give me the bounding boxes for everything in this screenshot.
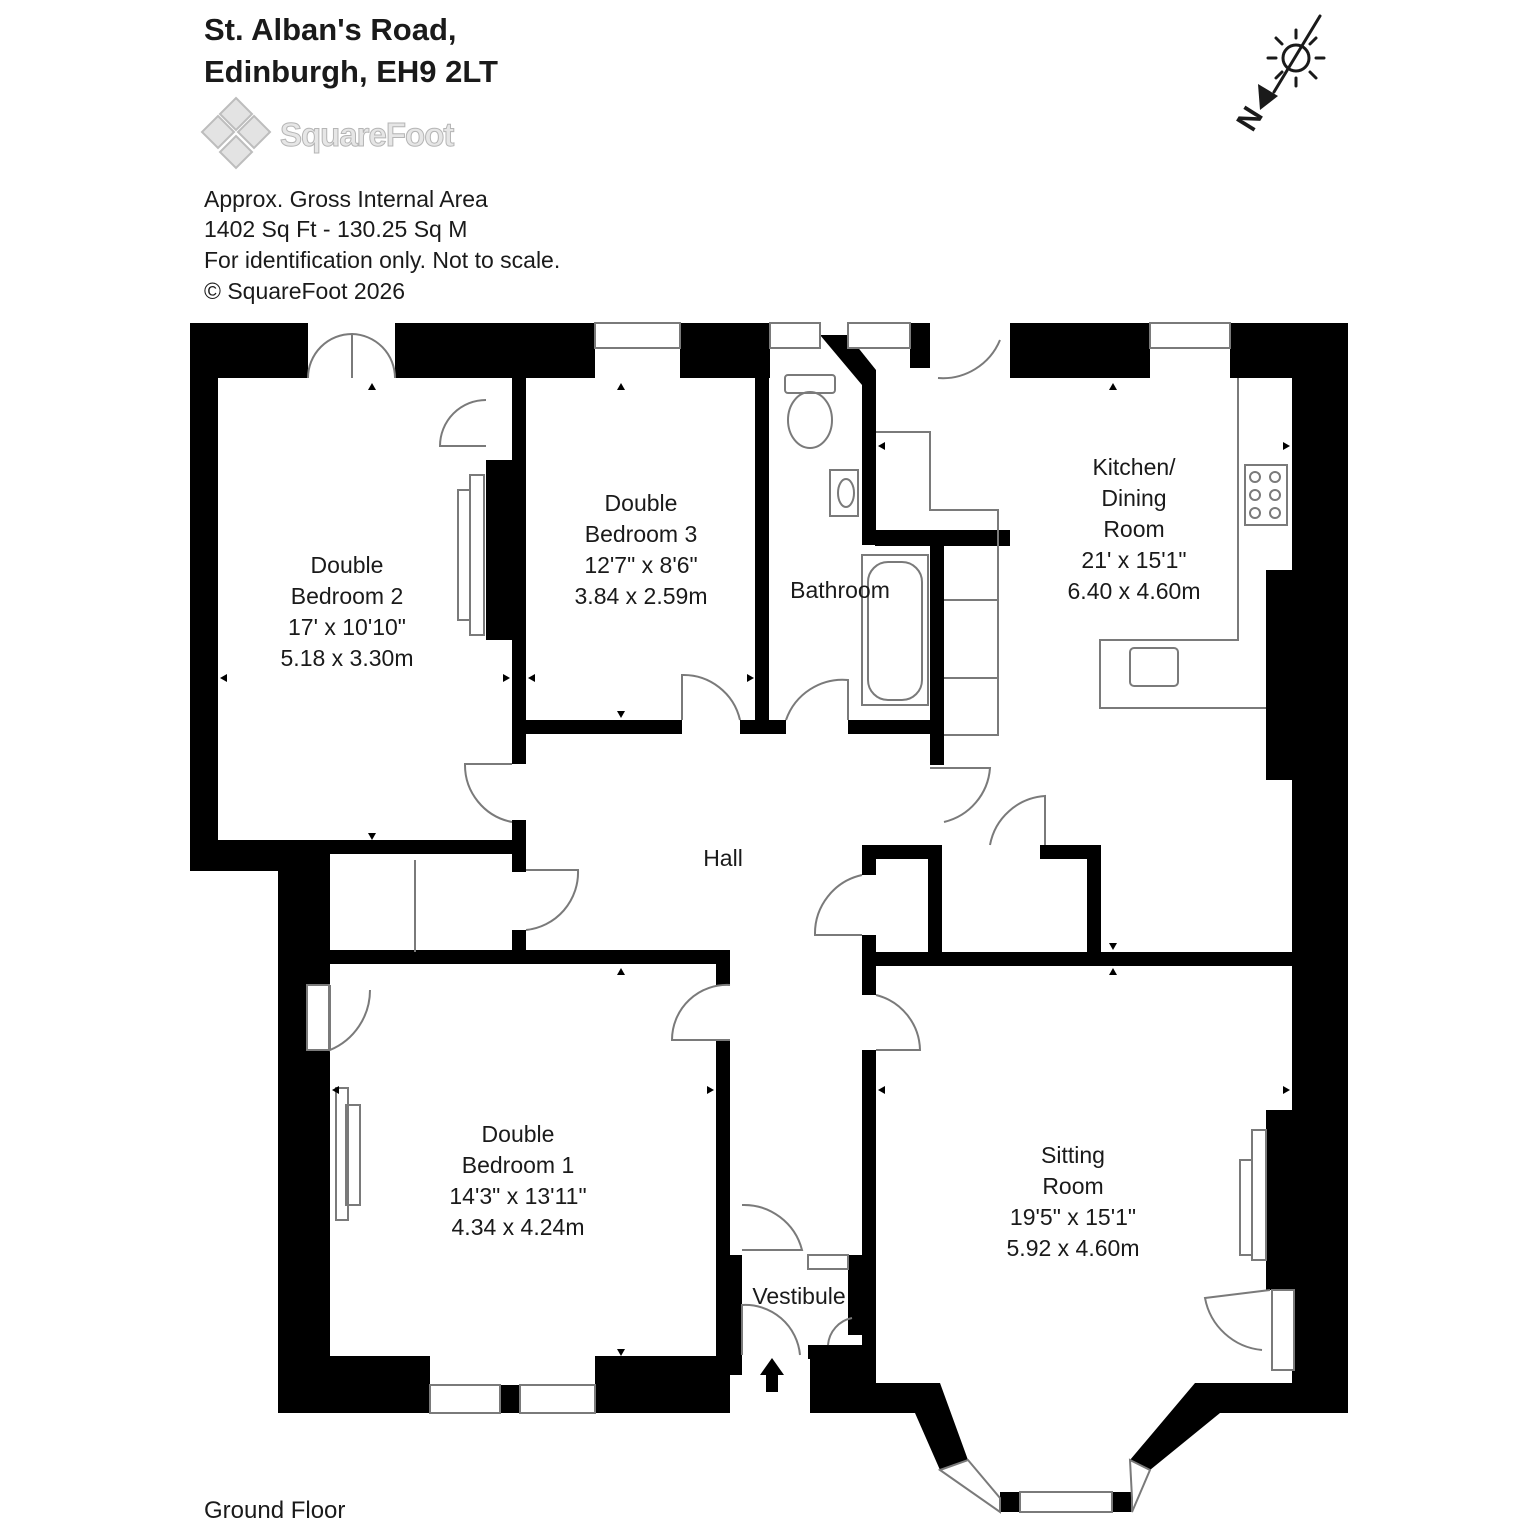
room-label-hall: Hall xyxy=(703,843,743,874)
room-size-metric: 5.92 x 4.60m xyxy=(1006,1235,1140,1261)
room-label-sitting-room: Sitting Room 19'5" x 15'1" 5.92 x 4.60m xyxy=(1007,1140,1140,1264)
address-line-2: Edinburgh, EH9 2LT xyxy=(204,54,498,89)
squarefoot-logo-icon xyxy=(200,96,272,170)
room-name: Bedroom 2 xyxy=(290,583,404,609)
room-label-vestibule: Vestibule xyxy=(752,1281,845,1312)
room-name: Double xyxy=(481,1121,555,1147)
room-size-imperial: 12'7" x 8'6" xyxy=(584,552,698,578)
entrance-arrow-icon xyxy=(760,1358,784,1392)
room-name: Sitting xyxy=(1041,1142,1105,1168)
room-name: Double xyxy=(310,552,384,578)
room-size-imperial: 21' x 15'1" xyxy=(1081,547,1187,573)
room-name: Kitchen/ xyxy=(1092,454,1176,480)
room-label-bedroom-3: Double Bedroom 3 12'7" x 8'6" 3.84 x 2.5… xyxy=(575,488,708,612)
disclaimer: For identification only. Not to scale. xyxy=(204,247,561,273)
area-value: 1402 Sq Ft - 130.25 Sq M xyxy=(204,216,468,242)
floor-label: Ground Floor xyxy=(204,1497,346,1524)
room-name: Bedroom 3 xyxy=(584,521,698,547)
room-size-imperial: 17' x 10'10" xyxy=(288,614,406,640)
room-size-imperial: 19'5" x 15'1" xyxy=(1009,1204,1137,1230)
room-name: Double xyxy=(604,490,678,516)
room-name: Hall xyxy=(703,845,743,871)
dimension-markers xyxy=(220,383,1290,1356)
walls xyxy=(190,323,1348,1512)
room-label-bedroom-1: Double Bedroom 1 14'3" x 13'11" 4.34 x 4… xyxy=(449,1119,586,1243)
area-title: Approx. Gross Internal Area xyxy=(204,186,488,212)
north-arrow-sun-icon: N xyxy=(1230,14,1326,137)
room-name: Vestibule xyxy=(752,1283,846,1309)
fixtures xyxy=(306,322,1295,1514)
address-line-1: St. Alban's Road, xyxy=(204,12,457,47)
copyright: © SquareFoot 2026 xyxy=(204,278,406,304)
room-name: Room xyxy=(1042,1173,1104,1199)
room-size-metric: 4.34 x 4.24m xyxy=(451,1214,585,1240)
room-size-metric: 5.18 x 3.30m xyxy=(280,645,414,671)
room-name: Bathroom xyxy=(790,577,890,603)
room-size-metric: 3.84 x 2.59m xyxy=(574,583,708,609)
room-name: Dining xyxy=(1101,485,1167,511)
room-label-kitchen: Kitchen/ Dining Room 21' x 15'1" 6.40 x … xyxy=(1068,452,1201,607)
room-name: Room xyxy=(1103,516,1165,542)
room-name: Bedroom 1 xyxy=(461,1152,575,1178)
room-size-imperial: 14'3" x 13'11" xyxy=(449,1183,587,1209)
room-size-metric: 6.40 x 4.60m xyxy=(1067,578,1201,604)
room-label-bedroom-2: Double Bedroom 2 17' x 10'10" 5.18 x 3.3… xyxy=(281,550,414,674)
room-label-bathroom: Bathroom xyxy=(790,575,890,606)
logo-text: SquareFoot xyxy=(279,116,454,154)
